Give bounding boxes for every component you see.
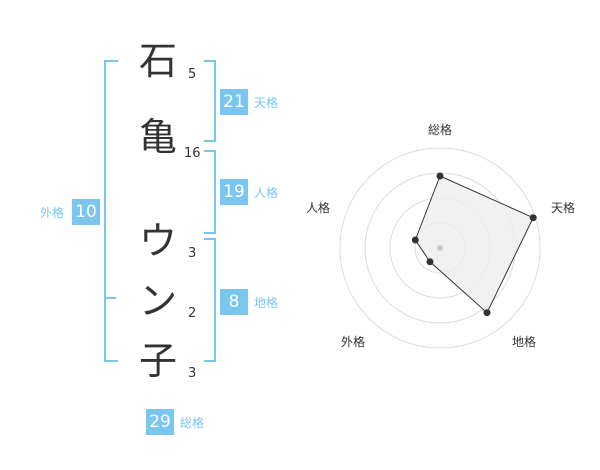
radar-axis-label-jinkaku: 人格 (306, 200, 330, 215)
soukaku-value-badge: 29 (146, 409, 174, 435)
radar-point-3 (426, 258, 434, 266)
tenkaku-label: 天格 (254, 96, 279, 110)
jinkaku-value-badge: 19 (220, 179, 248, 205)
radar-data-polygon (414, 175, 534, 314)
stroke-count-5: 3 (188, 366, 197, 381)
radar-point-4 (411, 236, 419, 244)
name-char-2: 亀 (138, 115, 177, 159)
radar-point-2 (483, 309, 491, 317)
stroke-count-2: 16 (184, 146, 201, 161)
radar-axis-label-soukaku: 総格 (428, 122, 452, 137)
stroke-count-1: 5 (188, 67, 197, 82)
radar-grid-ring (414, 222, 466, 274)
name-char-5: 子 (138, 339, 177, 383)
jinkaku-label: 人格 (254, 186, 279, 200)
radar-axis-label-tenkaku: 天格 (551, 200, 575, 215)
radar-point-1 (529, 214, 537, 222)
radar-axis-label-gaikaku: 外格 (341, 334, 365, 349)
gaikaku-bracket (104, 60, 118, 362)
gaikaku-label: 外格 (40, 206, 65, 220)
stroke-count-4: 2 (188, 306, 197, 321)
radar-grid-ring (364, 172, 516, 324)
radar-grid-ring (389, 197, 491, 299)
radar-grid-ring (339, 147, 541, 349)
soukaku-label: 総格 (180, 416, 205, 430)
jinkaku-bracket (204, 150, 216, 234)
name-char-1: 石 (138, 39, 177, 83)
chikaku-bracket (204, 238, 216, 362)
stroke-count-3: 3 (188, 246, 197, 261)
tenkaku-value-badge: 21 (220, 89, 248, 115)
name-char-3: ウ (138, 219, 177, 263)
name-char-4: ン (138, 279, 177, 323)
tenkaku-bracket (204, 60, 216, 142)
radar-center-dot (437, 245, 443, 251)
radar-point-0 (436, 172, 444, 180)
chikaku-label: 地格 (254, 296, 279, 310)
chikaku-value-badge: 8 (220, 289, 248, 315)
radar-axis-label-chikaku: 地格 (512, 334, 536, 349)
gaikaku-value-badge: 10 (72, 199, 100, 225)
gaikaku-bracket-split (104, 297, 116, 299)
